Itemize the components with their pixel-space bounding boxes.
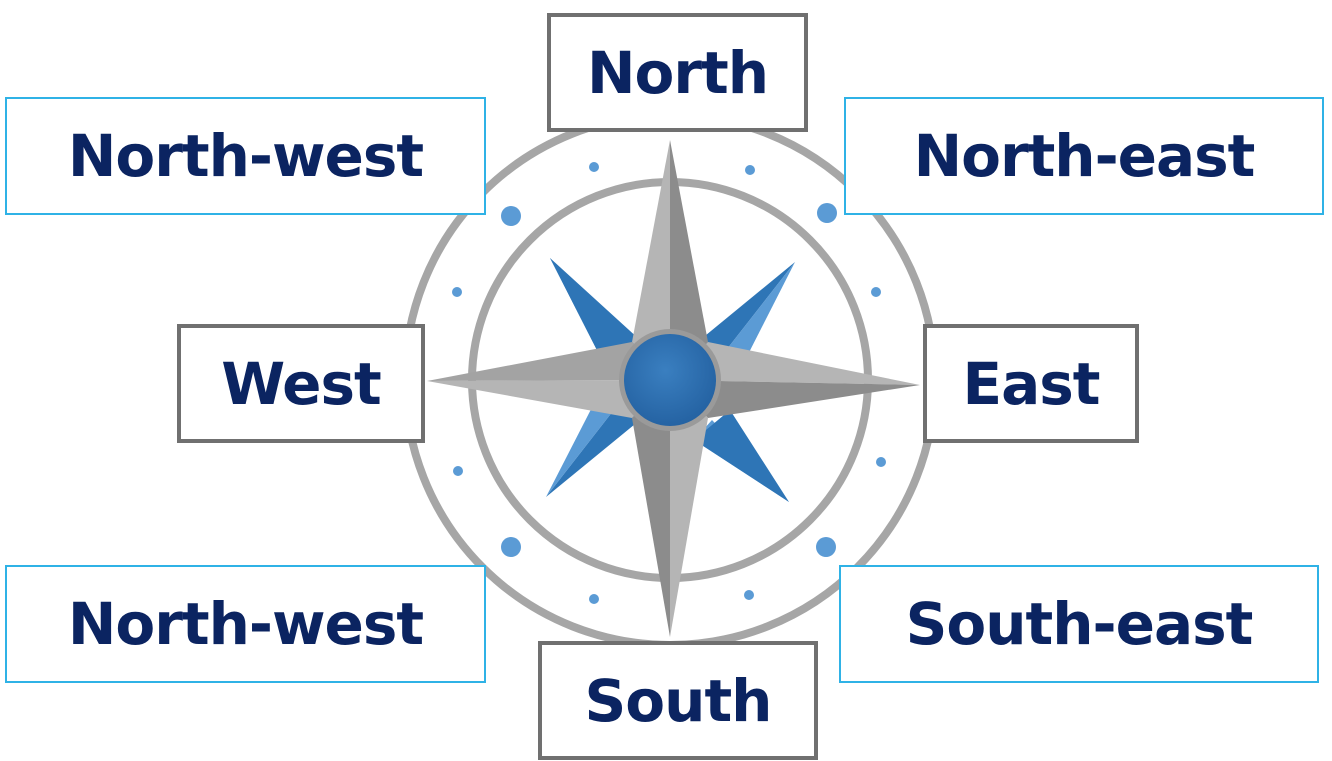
label-north: North: [547, 13, 808, 132]
ring-dot: [501, 206, 521, 226]
ring-dot: [876, 457, 886, 467]
label-north-west-bottom: North-west: [5, 565, 486, 683]
ring-dot: [501, 537, 521, 557]
ring-dot: [589, 162, 599, 172]
ring-dot: [744, 590, 754, 600]
ring-dot: [453, 466, 463, 476]
ring-dot: [745, 165, 755, 175]
label-south: South: [538, 641, 818, 760]
ring-dot: [871, 287, 881, 297]
ring-dot: [452, 287, 462, 297]
label-west: West: [177, 324, 425, 443]
se-point-shade: [694, 410, 789, 502]
label-north-east: North-east: [844, 97, 1324, 215]
label-east: East: [923, 324, 1139, 443]
label-south-east: South-east: [839, 565, 1319, 683]
ring-dot: [589, 594, 599, 604]
ring-dot: [816, 537, 836, 557]
ring-dot: [817, 203, 837, 223]
hub: [624, 334, 716, 426]
label-north-west-top: North-west: [5, 97, 486, 215]
